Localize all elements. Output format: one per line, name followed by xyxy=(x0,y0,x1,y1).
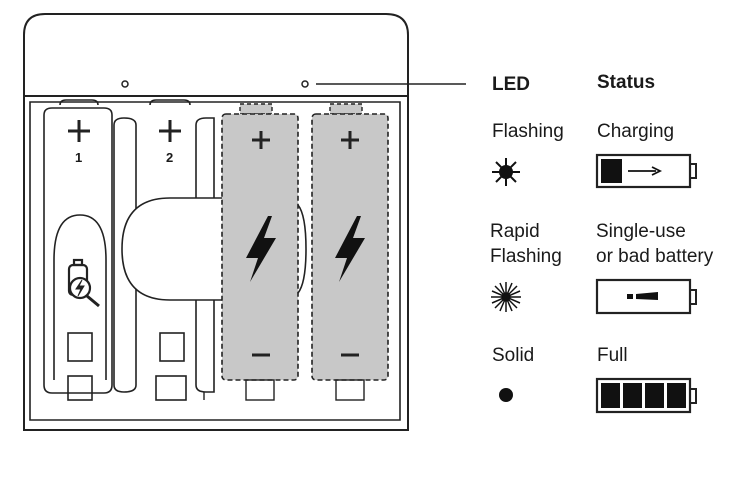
battery-check-icon xyxy=(67,258,100,308)
slot-2 xyxy=(149,99,215,401)
battery-4 xyxy=(311,103,389,401)
slot-1-label: 1 xyxy=(75,150,83,165)
status-label-full: Full xyxy=(597,345,628,366)
rapid-flash-burst-icon xyxy=(491,282,521,312)
led-label-rapid-flashing: Flashing xyxy=(490,246,562,267)
slot-1-polarity xyxy=(68,120,90,142)
status-label-bad-battery: or bad battery xyxy=(596,246,714,267)
led-indicator-2 xyxy=(301,80,309,88)
lightning-icon xyxy=(335,216,365,282)
slot-2-polarity xyxy=(159,120,181,142)
slot-1 xyxy=(43,99,113,401)
battery-bad-icon xyxy=(595,278,697,315)
battery-full-icon xyxy=(595,377,697,414)
led-indicator-1 xyxy=(121,80,129,88)
led-label-solid: Solid xyxy=(492,345,535,366)
flash-star-icon xyxy=(492,158,520,186)
status-label-charging: Charging xyxy=(597,121,675,142)
status-label-single-use: Single-use xyxy=(596,221,686,242)
solid-dot-icon xyxy=(499,388,513,402)
led-label-rapid: Rapid xyxy=(490,221,540,242)
center-bump xyxy=(121,197,222,301)
battery-3 xyxy=(221,103,299,401)
led-header: LED xyxy=(492,74,530,95)
charger-body xyxy=(23,13,409,431)
lightning-icon xyxy=(246,216,276,282)
battery-charging-icon xyxy=(595,153,697,189)
led-label-flashing: Flashing xyxy=(492,121,564,142)
status-header: Status xyxy=(597,72,656,93)
slot-2-label: 2 xyxy=(166,150,174,165)
